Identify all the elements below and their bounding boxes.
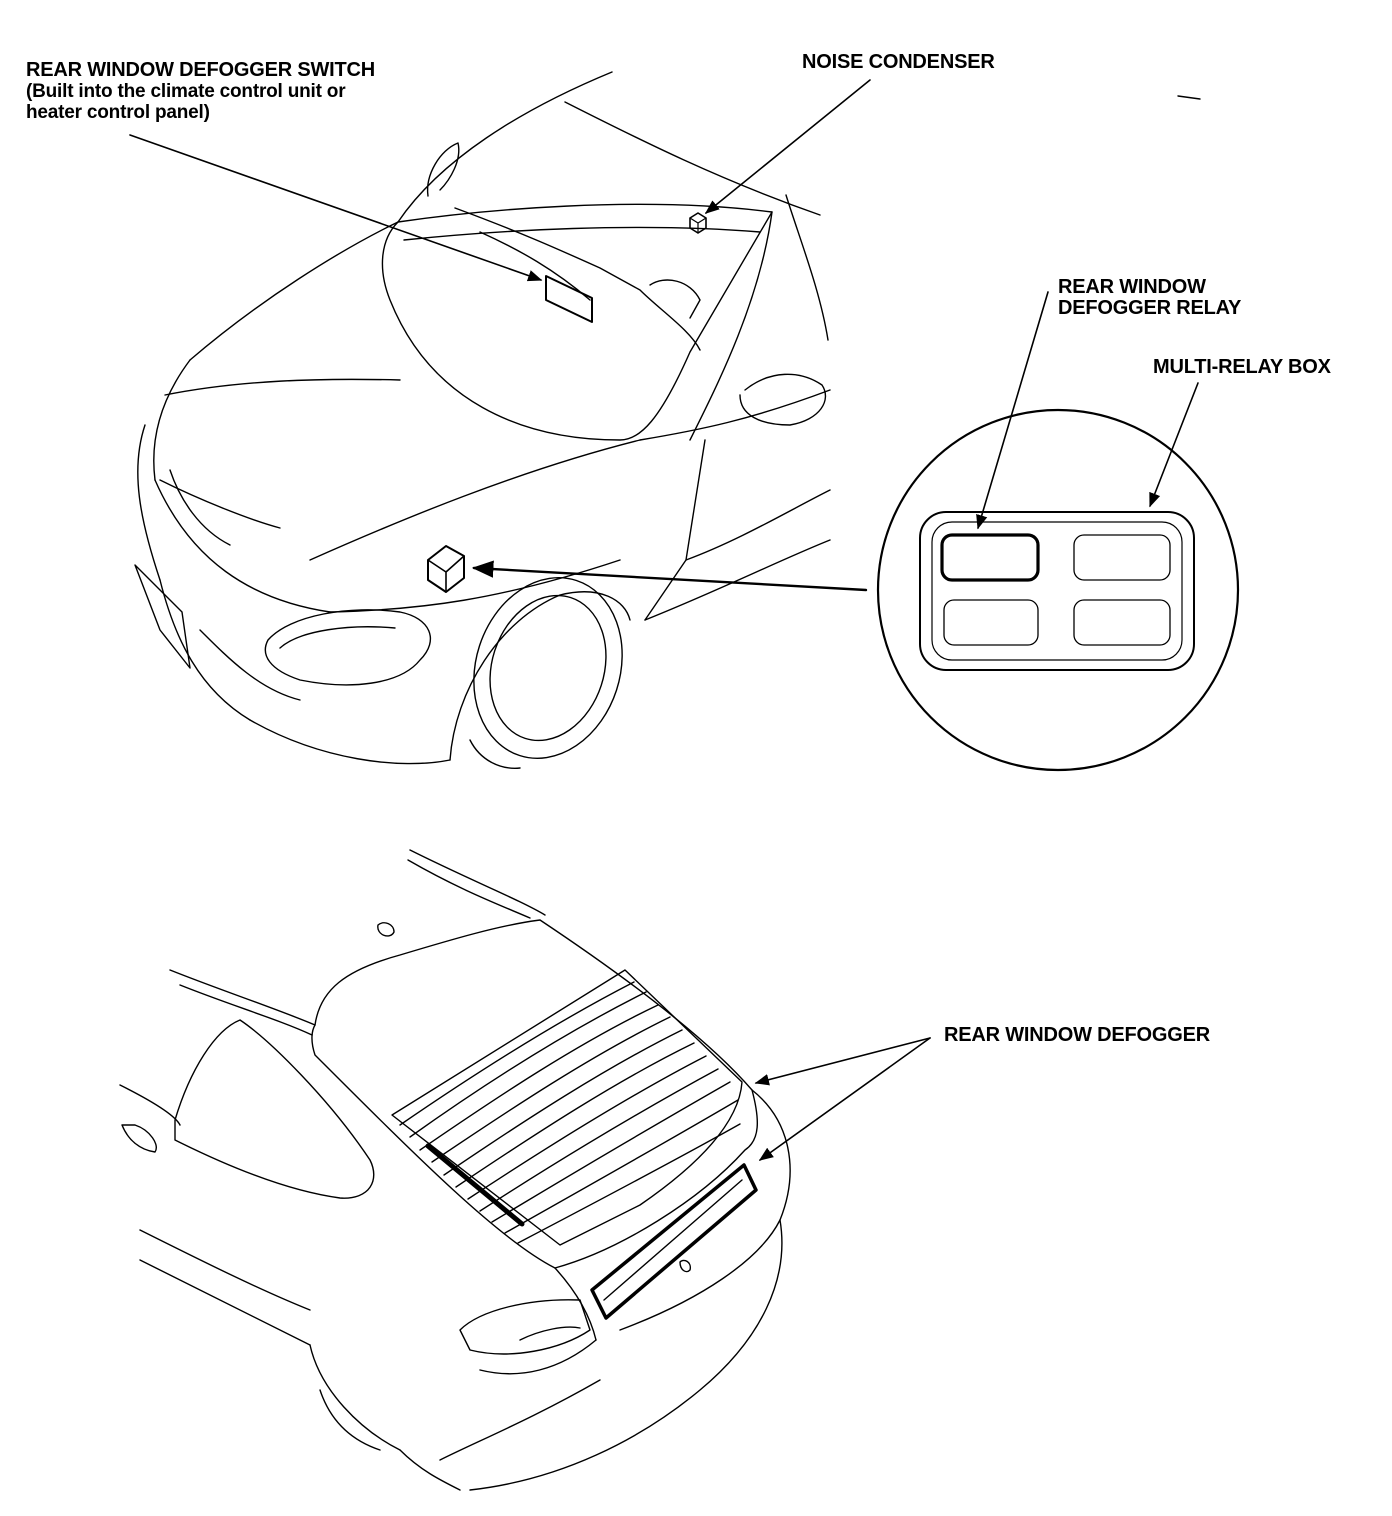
switch-note-line-1: (Built into the climate control unit or: [26, 81, 346, 102]
noise-condenser-marker: [690, 213, 706, 233]
relay-box-detail: [878, 410, 1238, 770]
multi-relay-box-label: MULTI-RELAY BOX: [1153, 356, 1331, 378]
defogger-switch-marker: [546, 276, 592, 322]
noise-condenser-label: NOISE CONDENSER: [802, 51, 995, 73]
multi-relay-box-marker: [428, 546, 464, 592]
leader-arrows: [130, 80, 1198, 1161]
switch-label: REAR WINDOW DEFOGGER SWITCH: [26, 59, 376, 81]
rear-car-illustration: [120, 850, 790, 1490]
relay-label-line-2: DEFOGGER RELAY: [1058, 297, 1242, 319]
rear-defogger-label: REAR WINDOW DEFOGGER: [944, 1024, 1210, 1046]
front-car-illustration: [135, 72, 1200, 778]
switch-note-line-2: heater control panel): [26, 102, 210, 123]
relay-label-line-1: REAR WINDOW: [1058, 276, 1206, 298]
